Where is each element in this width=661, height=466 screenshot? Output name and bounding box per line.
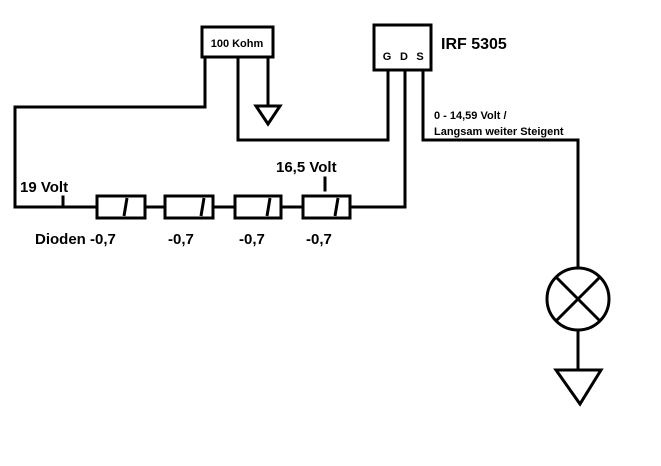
diode [301,194,352,220]
mosfet-body [372,23,433,72]
diode-drop-label: -0,7 [239,231,265,248]
diode [163,194,215,220]
ground-icon [253,104,283,127]
resistor-label: 100 Kohm [211,38,264,50]
wire-gate [236,55,390,142]
voltage-input-label: 19 Volt [20,179,68,196]
mosfet-name: IRF 5305 [441,36,507,53]
diode-drop-label: -0,7 [168,231,194,248]
ground-icon [553,368,604,407]
wire-left-loop [13,55,207,209]
wires [13,55,580,372]
mosfet-pin-gate: G [383,51,392,63]
resistor: 100 Kohm [200,25,275,59]
diode-drop-label: Dioden -0,7 [35,231,116,248]
mosfet-pin-source: S [416,51,423,63]
wire-source-output [421,68,580,270]
mosfet-pin-drain: D [400,51,408,63]
lamp-icon [545,266,611,332]
diode [233,194,283,220]
output-note-line2: Langsam weiter Steigent [434,126,564,138]
output-note-line1: 0 - 14,59 Volt / [434,110,507,122]
voltage-after-diodes-label: 16,5 Volt [276,159,337,176]
diode-drop-label: -0,7 [306,231,332,248]
resistor-body [200,25,275,59]
diode [95,194,147,220]
mosfet: G D S IRF 5305 [372,23,507,72]
